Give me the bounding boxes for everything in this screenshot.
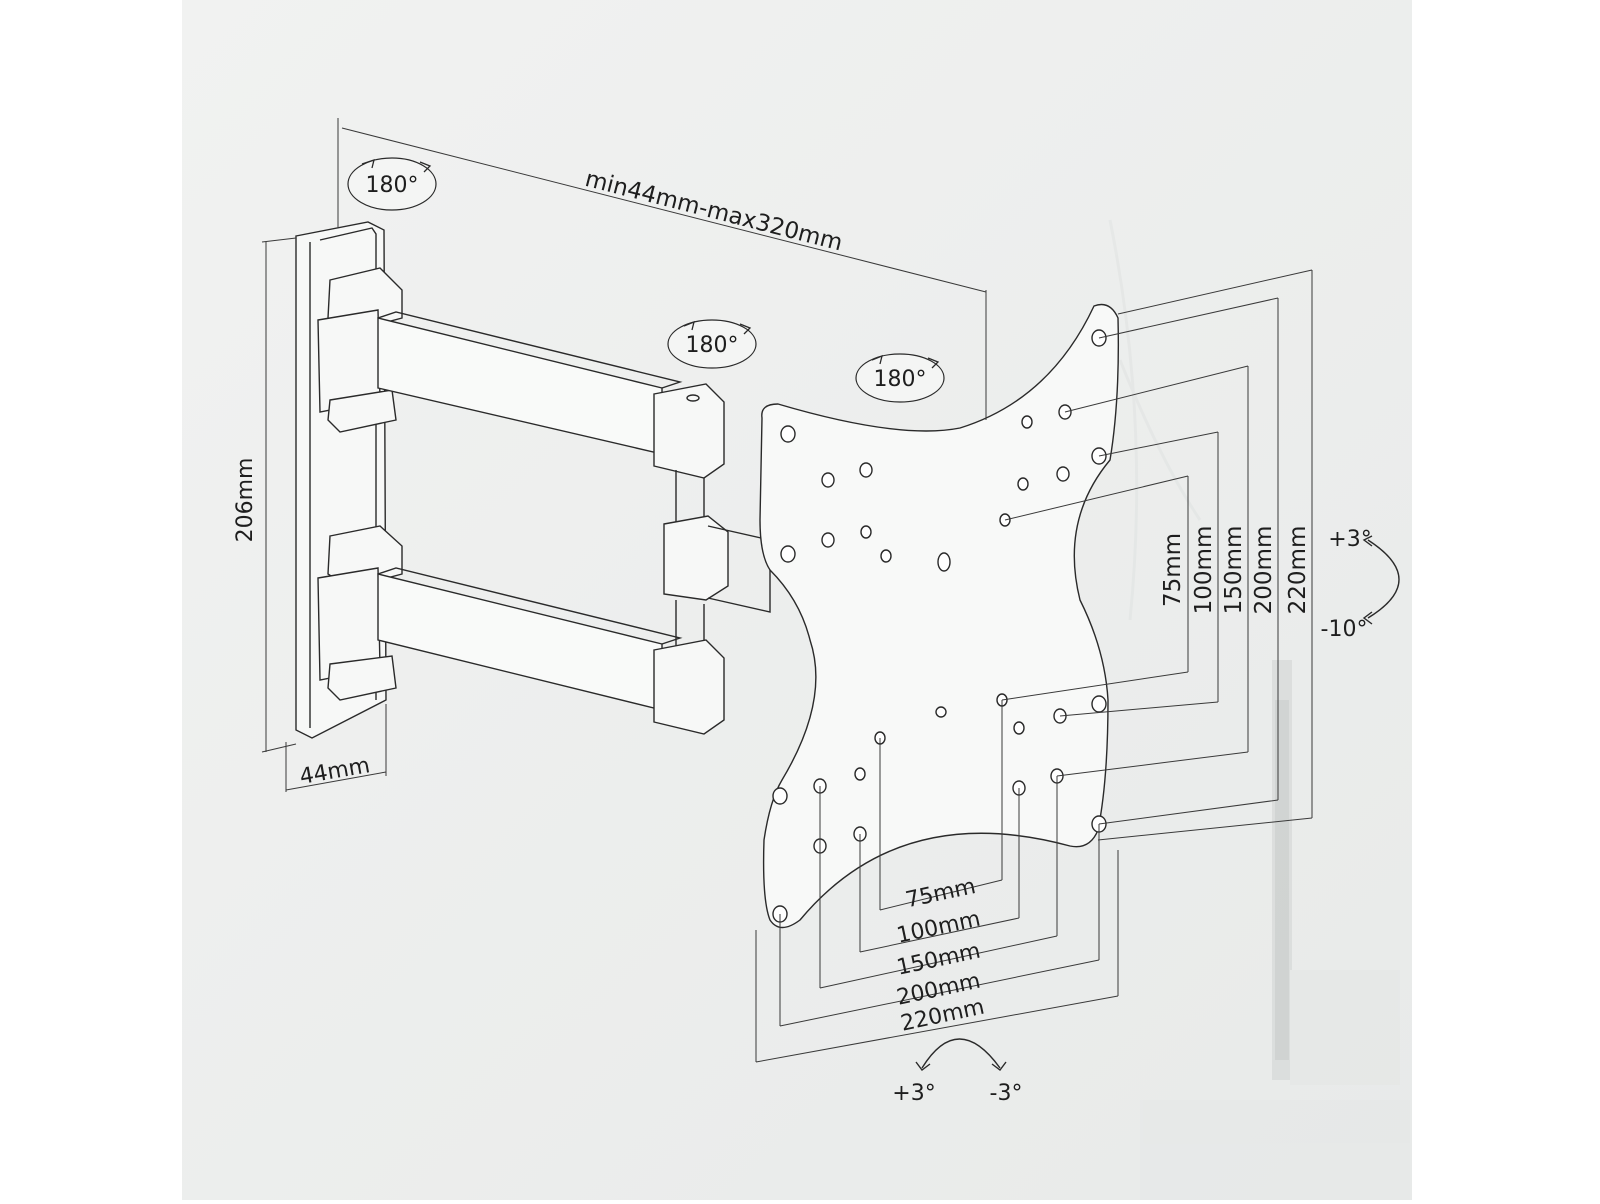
rotation-label-wall: 180° (366, 173, 419, 198)
rotation-label-plate: 180° (874, 367, 927, 392)
rotation-badge-plate: 180° (855, 353, 945, 403)
rotate-arrow-icon (871, 354, 883, 365)
tilt-down-label: -10° (1321, 617, 1368, 642)
rotate-arrow-icon (361, 159, 375, 169)
vesa-vertical-100: 100mm (1191, 526, 1217, 615)
rotate-arrow-icon (683, 320, 695, 331)
line-drawing (295, 221, 1120, 929)
tilt-indicator: +3° -10° (1321, 527, 1400, 642)
rotate-arrow-icon (419, 161, 432, 173)
rotation-badge-wall: 180° (347, 157, 437, 211)
tilt-up-label: +3° (1328, 527, 1371, 552)
rotation-badge-arm: 180° (667, 319, 757, 369)
vesa-vertical-150: 150mm (1221, 526, 1247, 615)
middle-joint (663, 515, 771, 652)
vesa-vertical-220: 220mm (1285, 526, 1311, 615)
swivel-left-label: +3° (892, 1081, 935, 1106)
height-label: 206mm (233, 458, 258, 543)
swivel-arrow-icon (921, 1038, 1001, 1069)
upper-arm (377, 311, 725, 530)
swivel-right-label: -3° (990, 1081, 1023, 1106)
lower-arm (377, 567, 725, 735)
rotation-label-arm: 180° (686, 333, 739, 358)
tilt-arrow-icon (1367, 539, 1400, 619)
vesa-plate (759, 303, 1120, 929)
rotate-arrow-icon (739, 323, 752, 335)
vesa-vertical-200: 200mm (1251, 526, 1277, 615)
dimension-lines (261, 118, 1313, 1063)
vesa-vertical-75: 75mm (1160, 533, 1186, 607)
rotate-arrow-icon (927, 357, 940, 369)
swivel-indicator: +3° -3° (892, 1038, 1023, 1106)
